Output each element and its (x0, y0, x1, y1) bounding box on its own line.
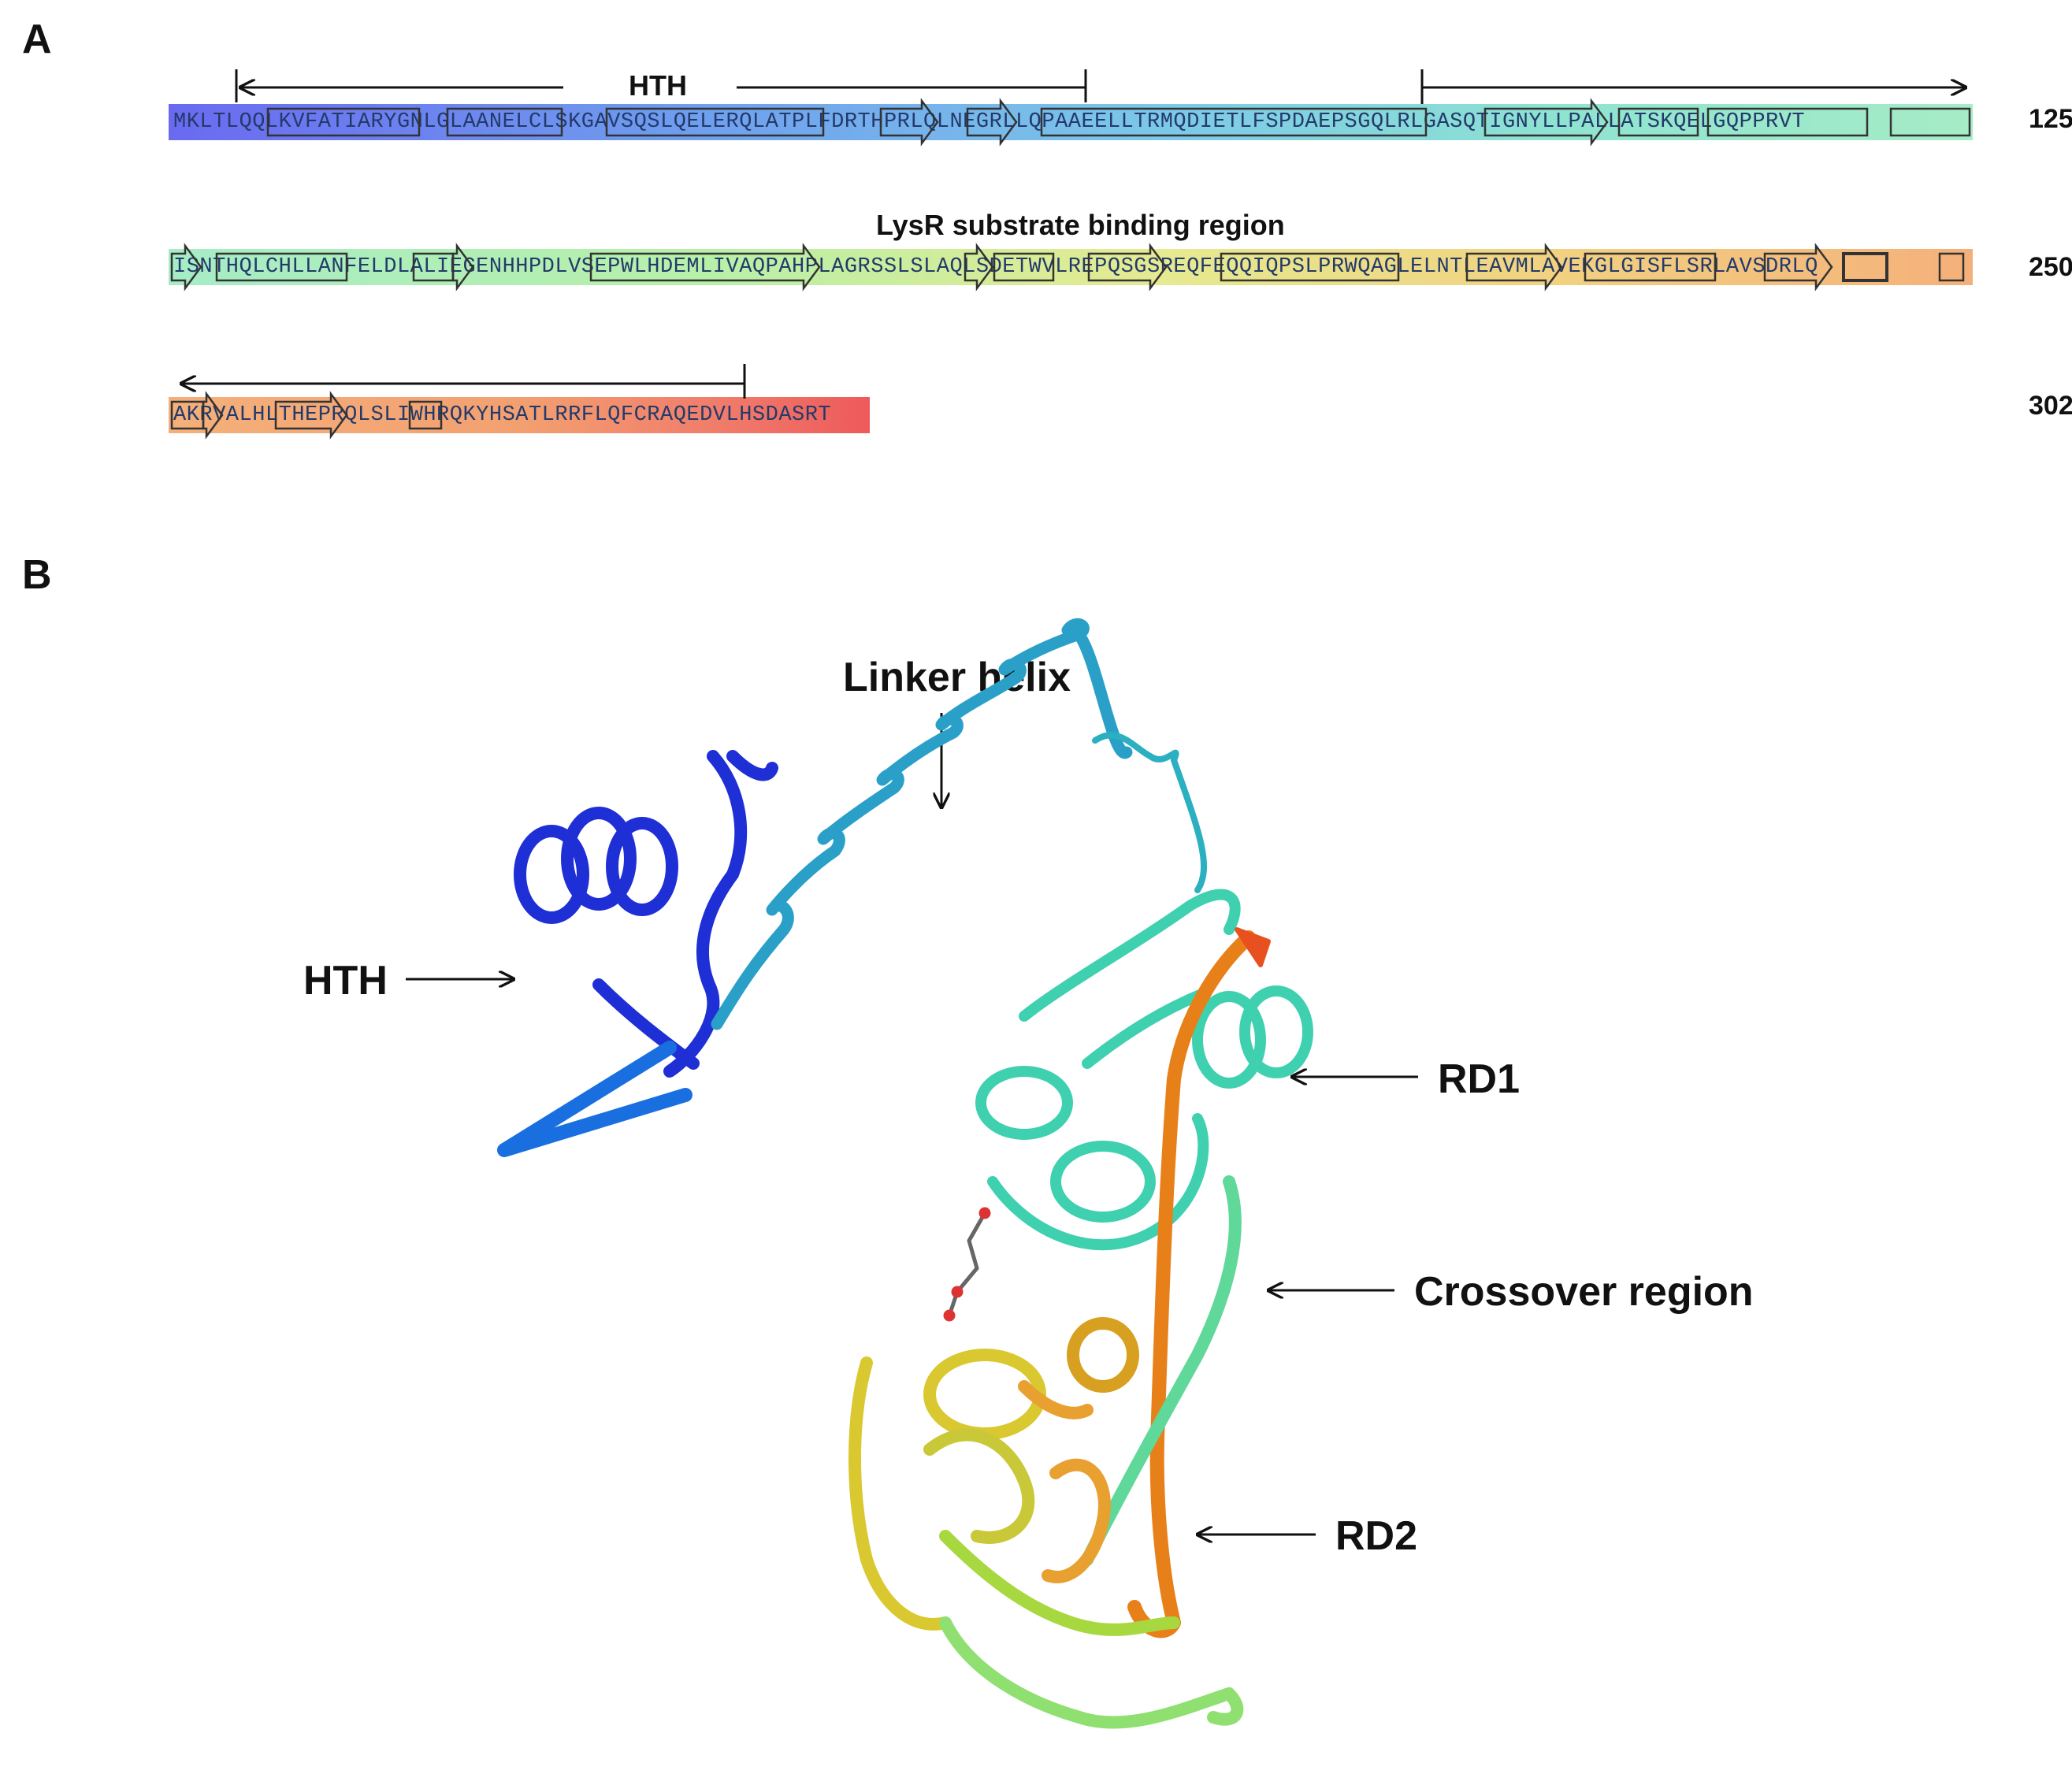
crossover-red-tip (1235, 927, 1271, 967)
hth-structure-label: HTH (303, 958, 388, 1004)
linker-helix-label: Linker helix (843, 655, 1071, 700)
ligand-stick (943, 1207, 991, 1322)
sequence-end-number-1: 125 (2029, 104, 2072, 134)
sequence-end-number-3: 302 (2029, 391, 2072, 421)
rd2-domain-ribbon (848, 1317, 1244, 1729)
linker-helix-ribbon (711, 618, 1133, 1030)
hth-region-bracket (235, 69, 1087, 102)
rd1-domain-ribbon (975, 889, 1313, 1251)
secondary-structure-row-3 (170, 391, 443, 440)
sequence-row-2: ISNTHQLCHLLANFELDLALIEGENHHPDLVSEPWLHDEM… (169, 249, 1973, 285)
hth-domain-ribbon (514, 750, 778, 1078)
lysr-region-bracket-bottom (181, 364, 746, 399)
rd2-label: RD2 (1335, 1513, 1418, 1559)
protein-ribbon-structure (497, 618, 1313, 1729)
lysr-region-label: LysR substrate binding region (876, 209, 1285, 241)
crossover-region-label: Crossover region (1414, 1269, 1754, 1315)
sequence-end-number-2: 250 (2029, 252, 2072, 282)
lysr-region-bracket-top (1420, 69, 1966, 104)
crossover-green-strand (1081, 1175, 1242, 1566)
panel-a-label: A (22, 17, 52, 62)
secondary-structure-row-2 (170, 243, 1965, 291)
sequence-row-3: AKRVALHLTHEPRQLSLIWHRQKYHSATLRRFLQFCRAQE… (169, 397, 870, 433)
hth-region-label: HTH (629, 69, 687, 102)
rd1-label: RD1 (1438, 1056, 1521, 1102)
linker-loop (1092, 732, 1208, 893)
panel-b-label: B (22, 552, 52, 598)
sequence-row-1: MKLTLQQLKVFATIARYGNLGLAANELCLSKGAVSQSLQE… (169, 104, 1973, 140)
hth-beta-hairpin (497, 1041, 693, 1157)
secondary-structure-row-1 (266, 98, 1971, 147)
